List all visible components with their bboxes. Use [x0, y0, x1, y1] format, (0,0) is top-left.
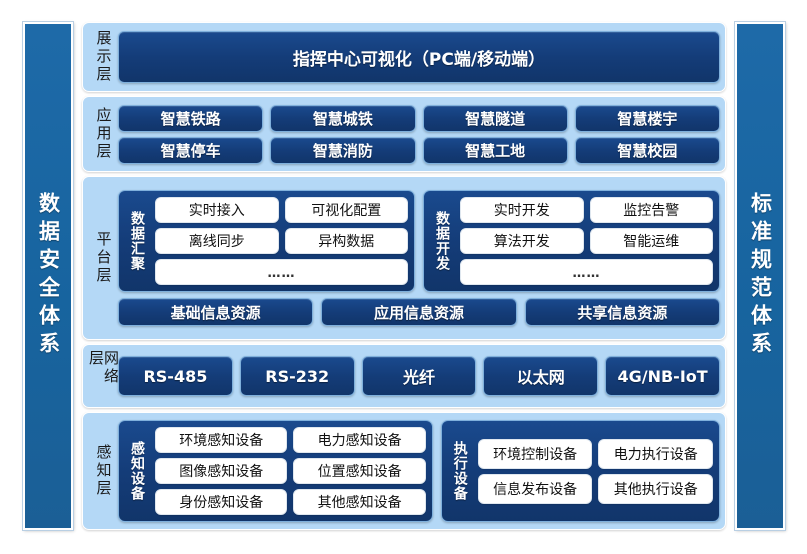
panel-data-development-title: 数据开发	[434, 211, 450, 271]
panel-sensing-devices-grid: 环境感知设备 电力感知设备 图像感知设备 位置感知设备 身份感知设备 其他感知设…	[155, 427, 426, 515]
tile-other-actuator-device[interactable]: 其他执行设备	[598, 473, 714, 504]
development-row-1: 实时开发 监控告警	[460, 197, 713, 223]
tile-realtime-ingest[interactable]: 实时接入	[155, 197, 279, 223]
aggregation-row-2: 离线同步 异构数据	[155, 228, 408, 254]
layer-application-label: 应用层	[94, 107, 113, 161]
tile-information-release-device[interactable]: 信息发布设备	[477, 473, 593, 504]
layer-perception-body: 感知设备 环境感知设备 电力感知设备 图像感知设备 位置感知设备	[118, 418, 720, 524]
tile-offline-sync[interactable]: 离线同步	[155, 228, 279, 254]
panel-actuator-devices-title: 执行设备	[451, 441, 468, 501]
left-vertical-bar-label: 数据安全体系	[36, 192, 61, 360]
layer-network-label: 网络层	[87, 350, 120, 386]
layer-network: 网络层 RS-485 RS-232 光纤 以太网 4G/NB-IoT	[82, 344, 726, 408]
layer-perception: 感知层 感知设备 环境感知设备 电力感知设备	[82, 412, 726, 530]
layer-platform-label: 平台层	[94, 231, 113, 285]
tile-location-sensing-device[interactable]: 位置感知设备	[293, 458, 426, 484]
chip-smart-urban-rail[interactable]: 智慧城铁	[270, 104, 416, 132]
chip-application-information-resources[interactable]: 应用信息资源	[321, 298, 517, 326]
panel-sensing-devices-title-wrap: 感知设备	[125, 427, 149, 515]
chip-shared-information-resources[interactable]: 共享信息资源	[524, 298, 720, 326]
chip-rs485[interactable]: RS-485	[118, 356, 233, 396]
tile-algorithm-development[interactable]: 算法开发	[460, 228, 584, 254]
actuator-row-2: 信息发布设备 其他执行设备	[477, 473, 714, 504]
tile-identity-sensing-device[interactable]: 身份感知设备	[155, 489, 288, 515]
aggregation-row-3: ……	[155, 259, 408, 285]
chip-smart-campus[interactable]: 智慧校园	[574, 136, 720, 164]
panel-data-aggregation-grid: 实时接入 可视化配置 离线同步 异构数据 ……	[155, 197, 408, 285]
application-row-1: 智慧铁路 智慧城铁 智慧隧道 智慧楼宇	[118, 104, 720, 132]
layer-platform-label-wrap: 平台层	[88, 182, 118, 334]
layer-perception-label: 感知层	[94, 444, 113, 498]
panel-data-development: 数据开发 实时开发 监控告警 算法开发 智能运维	[423, 190, 720, 292]
chip-basic-information-resources[interactable]: 基础信息资源	[118, 298, 314, 326]
right-vertical-bar-standards: 标准规范体系	[735, 22, 785, 530]
tile-other-sensing-device[interactable]: 其他感知设备	[293, 489, 426, 515]
chip-4g-nbiot[interactable]: 4G/NB-IoT	[605, 356, 720, 396]
tile-monitoring-alarm[interactable]: 监控告警	[589, 197, 713, 223]
panel-sensing-devices-title: 感知设备	[129, 441, 145, 501]
layer-platform: 平台层 数据汇聚 实时接入 可视化配置	[82, 176, 726, 340]
layer-platform-body: 数据汇聚 实时接入 可视化配置 离线同步 异构数据	[118, 182, 720, 334]
sensing-row-2: 图像感知设备 位置感知设备	[155, 458, 426, 484]
chip-smart-railway[interactable]: 智慧铁路	[118, 104, 264, 132]
panel-data-aggregation: 数据汇聚 实时接入 可视化配置 离线同步 异构数据	[118, 190, 415, 292]
tile-realtime-development[interactable]: 实时开发	[460, 197, 584, 223]
layer-network-label-wrap: 网络层	[87, 350, 120, 402]
tile-image-sensing-device[interactable]: 图像感知设备	[155, 458, 288, 484]
chip-command-center-visualization[interactable]: 指挥中心可视化（PC端/移动端）	[118, 31, 720, 83]
layer-network-body: RS-485 RS-232 光纤 以太网 4G/NB-IoT	[118, 350, 720, 402]
panel-data-aggregation-title-wrap: 数据汇聚	[125, 197, 149, 285]
chip-smart-construction-site[interactable]: 智慧工地	[422, 136, 568, 164]
platform-resources-row: 基础信息资源 应用信息资源 共享信息资源	[118, 298, 720, 326]
right-vertical-bar-label: 标准规范体系	[748, 192, 773, 360]
layer-presentation-body: 指挥中心可视化（PC端/移动端）	[118, 28, 720, 86]
aggregation-row-1: 实时接入 可视化配置	[155, 197, 408, 223]
sensing-row-1: 环境感知设备 电力感知设备	[155, 427, 426, 453]
chip-ethernet[interactable]: 以太网	[483, 356, 599, 396]
tile-development-more[interactable]: ……	[460, 259, 713, 285]
panel-data-aggregation-title: 数据汇聚	[129, 211, 145, 271]
tile-environment-control-device[interactable]: 环境控制设备	[477, 438, 593, 469]
tile-environment-sensing-device[interactable]: 环境感知设备	[155, 427, 288, 453]
chip-rs232[interactable]: RS-232	[239, 356, 355, 396]
panel-actuator-devices: 执行设备 环境控制设备 电力执行设备 信息发布设备 其他执行设备	[440, 420, 720, 522]
sensing-row-3: 身份感知设备 其他感知设备	[155, 489, 426, 515]
panel-sensing-devices: 感知设备 环境感知设备 电力感知设备 图像感知设备 位置感知设备	[118, 420, 433, 522]
tile-heterogeneous-data[interactable]: 异构数据	[284, 228, 408, 254]
tile-power-sensing-device[interactable]: 电力感知设备	[293, 427, 426, 453]
panel-actuator-devices-grid: 环境控制设备 电力执行设备 信息发布设备 其他执行设备	[477, 427, 714, 515]
layer-presentation-label: 展示层	[94, 30, 113, 84]
perception-panels-row: 感知设备 环境感知设备 电力感知设备 图像感知设备 位置感知设备	[118, 420, 720, 522]
panel-data-development-grid: 实时开发 监控告警 算法开发 智能运维 ……	[460, 197, 713, 285]
left-vertical-bar-data-security: 数据安全体系	[23, 22, 73, 530]
actuator-row-1: 环境控制设备 电力执行设备	[477, 438, 714, 469]
tile-power-actuator-device[interactable]: 电力执行设备	[598, 438, 714, 469]
panel-actuator-devices-title-wrap: 执行设备	[448, 427, 472, 515]
tile-intelligent-operations[interactable]: 智能运维	[589, 228, 713, 254]
tile-aggregation-more[interactable]: ……	[155, 259, 408, 285]
panel-data-development-title-wrap: 数据开发	[430, 197, 454, 285]
chip-smart-building[interactable]: 智慧楼宇	[574, 104, 720, 132]
presentation-row: 指挥中心可视化（PC端/移动端）	[118, 31, 720, 83]
layer-application-label-wrap: 应用层	[88, 102, 118, 166]
layer-application: 应用层 智慧铁路 智慧城铁 智慧隧道 智慧楼宇 智慧停车 智慧消防 智慧工地 智…	[82, 96, 726, 172]
layer-presentation: 展示层 指挥中心可视化（PC端/移动端）	[82, 22, 726, 92]
application-row-2: 智慧停车 智慧消防 智慧工地 智慧校园	[118, 136, 720, 164]
chip-smart-firefighting[interactable]: 智慧消防	[270, 136, 416, 164]
chip-smart-parking[interactable]: 智慧停车	[118, 136, 264, 164]
development-row-2: 算法开发 智能运维	[460, 228, 713, 254]
layer-application-body: 智慧铁路 智慧城铁 智慧隧道 智慧楼宇 智慧停车 智慧消防 智慧工地 智慧校园	[118, 102, 720, 166]
development-row-3: ……	[460, 259, 713, 285]
network-row: RS-485 RS-232 光纤 以太网 4G/NB-IoT	[118, 356, 720, 396]
tile-visual-configuration[interactable]: 可视化配置	[284, 197, 408, 223]
layer-stack: 展示层 指挥中心可视化（PC端/移动端） 应用层 智慧铁路 智慧城铁 智慧隧道 …	[82, 22, 726, 530]
chip-optical-fiber[interactable]: 光纤	[361, 356, 477, 396]
chip-smart-tunnel[interactable]: 智慧隧道	[422, 104, 568, 132]
layer-perception-label-wrap: 感知层	[88, 418, 118, 524]
layer-presentation-label-wrap: 展示层	[88, 28, 118, 86]
platform-panels-row: 数据汇聚 实时接入 可视化配置 离线同步 异构数据	[118, 190, 720, 292]
